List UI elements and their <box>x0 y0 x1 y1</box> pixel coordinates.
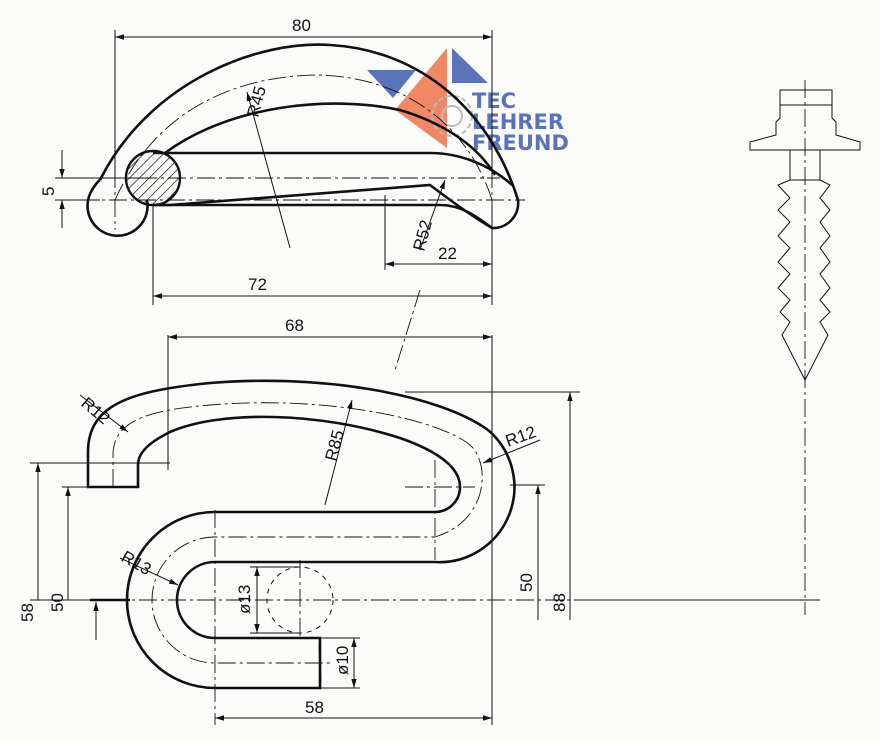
dim-height-right-88: 88 <box>550 593 569 612</box>
dim-bottom-width: 58 <box>305 698 324 717</box>
dim-hook-r-large: R85 <box>322 428 348 463</box>
dim-hook-width: 68 <box>285 316 304 335</box>
logo-line-1: TEC <box>472 89 516 113</box>
dim-hook-r-right: R12 <box>503 422 539 451</box>
logo-line-2: LEHRER <box>472 110 564 134</box>
dim-top-length: 72 <box>248 275 267 294</box>
tec-lehrer-freund-logo: TEC LEHRER FREUND <box>367 48 569 155</box>
dim-bar-dia: ø10 <box>333 646 352 675</box>
dim-hook-r-lower: R13 <box>118 547 155 579</box>
top-view: 80 R45 5 R52 22 72 <box>39 16 525 305</box>
dim-hook-r-left: R12 <box>77 394 113 429</box>
dim-top-radius-outer: R45 <box>244 84 270 119</box>
dim-hole-dia: ø13 <box>235 585 254 614</box>
dim-top-thickness: 5 <box>39 187 58 196</box>
dim-top-end: 22 <box>438 244 457 263</box>
dim-top-width: 80 <box>292 16 311 35</box>
hook-view: 68 R12 R85 R12 R13 ø13 ø10 58 50 50 88 <box>18 289 820 725</box>
dim-height-right-50: 50 <box>517 573 536 592</box>
dim-height-left-50: 50 <box>48 593 67 612</box>
dim-top-radius-inner: R52 <box>410 218 436 253</box>
screw-side-view <box>749 80 861 615</box>
dim-height-left-58: 58 <box>18 603 37 622</box>
